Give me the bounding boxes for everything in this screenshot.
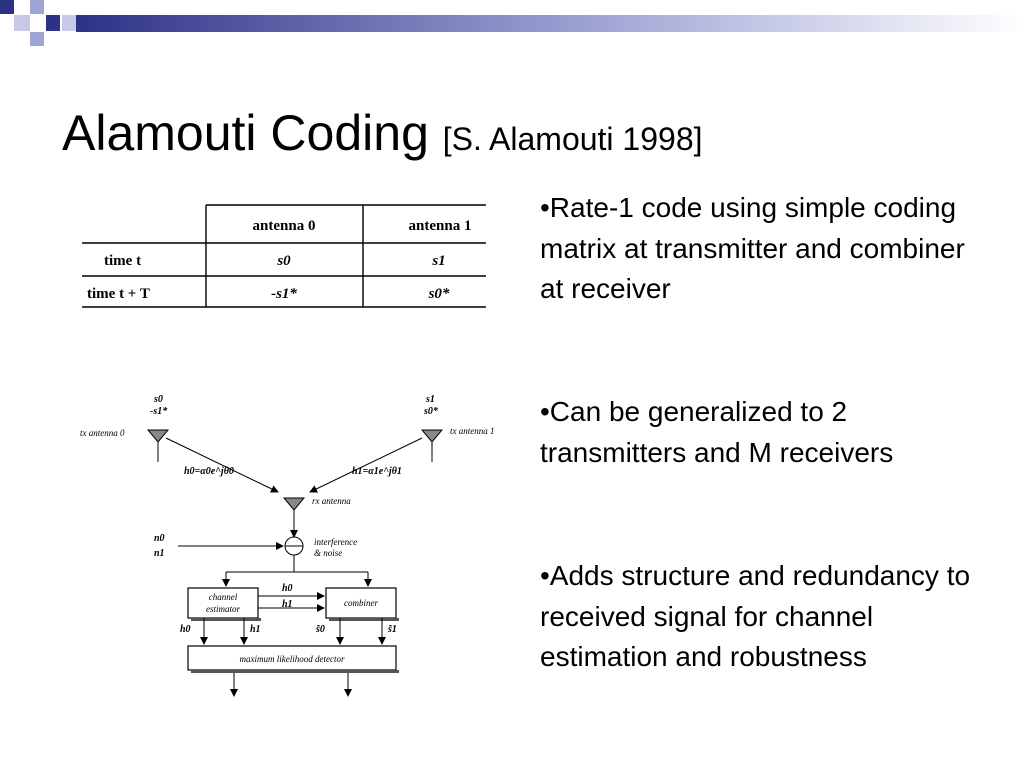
tx0-signal: s0 — [153, 394, 163, 405]
banner-square — [0, 0, 14, 14]
est-output-label: h0 — [180, 624, 191, 635]
tx1-signal: s0* — [423, 406, 439, 417]
h0-channel-label: h0=α0e^jθ0 — [184, 466, 234, 477]
h1-channel-label: h1=α1e^jθ1 — [352, 466, 402, 477]
alamouti-block-diagram: s0 -s1* s1 s0* tx antenna 0 tx antenna 1… — [80, 394, 495, 697]
tx0-label: tx antenna 0 — [80, 428, 125, 438]
noise-label: interference — [314, 537, 357, 547]
mld-label: maximum likelihood detector — [240, 654, 345, 664]
channel-estimator-label: channel — [209, 592, 238, 602]
banner-gradient-bar — [76, 15, 1024, 32]
noise-input: n1 — [154, 548, 165, 559]
table-header-antenna1: antenna 1 — [409, 218, 472, 234]
bullet-item: •Rate-1 code using simple coding matrix … — [540, 192, 965, 304]
banner-square — [14, 15, 30, 31]
coding-table: antenna 0 antenna 1 time t time t + T s0… — [82, 204, 486, 308]
table-header-antenna0: antenna 0 — [253, 218, 316, 234]
h-mid-label: h1 — [282, 599, 293, 610]
noise-input: n0 — [154, 533, 165, 544]
bullet-item: •Can be generalized to 2 transmitters an… — [540, 396, 894, 468]
h-mid-label: h0 — [282, 583, 293, 594]
tx0-antenna-icon — [146, 429, 170, 462]
comb-output-label: s̃1 — [387, 624, 397, 635]
rx-antenna-label: rx antenna — [312, 496, 351, 506]
table-row-label: time t + T — [87, 286, 150, 302]
rx-antenna-icon — [282, 497, 306, 526]
channel-estimator-block — [187, 587, 259, 619]
banner-square — [46, 15, 60, 31]
bullet-item: •Adds structure and redundancy to receiv… — [540, 560, 971, 672]
table-row-label: time t — [104, 253, 141, 269]
noise-label: & noise — [314, 548, 342, 558]
banner-square — [30, 32, 44, 46]
top-banner — [0, 0, 1024, 46]
tx1-signal: s1 — [425, 394, 435, 405]
table-cell: s1 — [431, 253, 445, 269]
tx1-label: tx antenna 1 — [450, 426, 495, 436]
table-cell: s0* — [428, 286, 450, 302]
combiner-label: combiner — [344, 598, 378, 608]
channel-estimator-label: estimator — [206, 604, 240, 614]
tx1-antenna-icon — [420, 429, 444, 462]
title-text: Alamouti Coding — [62, 105, 429, 161]
comb-output-label: s̃0 — [315, 624, 325, 635]
slide-title: Alamouti Coding [S. Alamouti 1998] — [62, 104, 703, 162]
tx0-signal: -s1* — [150, 406, 168, 417]
est-output-label: h1 — [250, 624, 261, 635]
table-cell: -s1* — [271, 286, 297, 302]
title-citation: [S. Alamouti 1998] — [442, 121, 703, 157]
banner-square — [30, 0, 44, 14]
table-cell: s0 — [276, 253, 291, 269]
banner-square — [62, 15, 76, 31]
